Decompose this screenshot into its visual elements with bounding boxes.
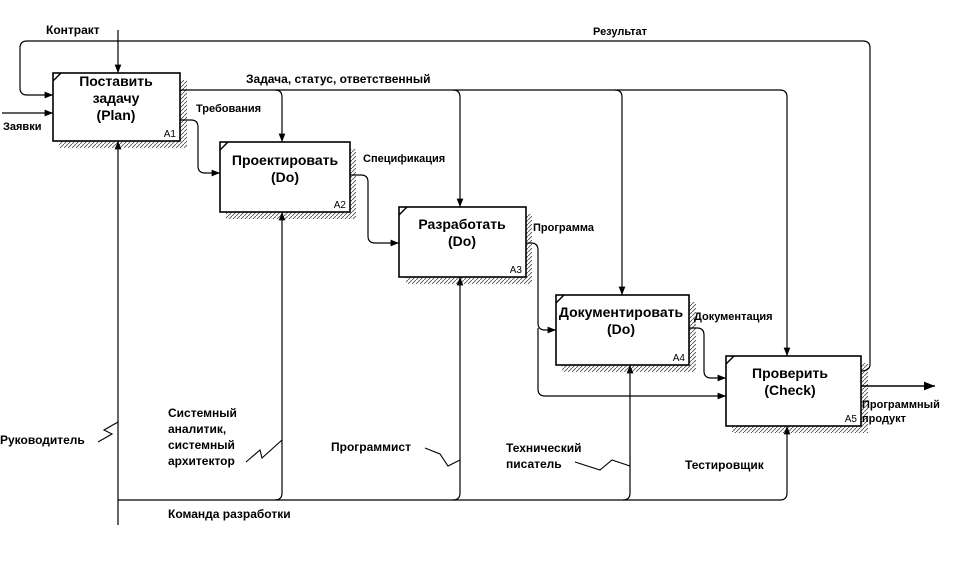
box-a4-title-1: Документировать	[559, 304, 684, 320]
label-documentation: Документация	[694, 311, 773, 323]
box-a4-number: A4	[673, 353, 686, 364]
box-a5-title-1: Проверить	[752, 365, 828, 381]
program-to-a5-arrow	[537, 328, 726, 400]
label-product-1: Программный	[862, 399, 940, 411]
mechanism-to-a3-arrow	[452, 277, 464, 501]
task-to-a2-arrow	[274, 89, 286, 142]
label-analyst-1: Системный	[168, 406, 237, 420]
label-specification: Спецификация	[363, 153, 445, 165]
label-analyst-3: системный	[168, 438, 235, 452]
requirements-arrow	[180, 119, 220, 177]
label-programmer: Программист	[331, 440, 411, 454]
label-result: Результат	[593, 26, 648, 38]
mechanism-to-a4-arrow	[622, 365, 634, 501]
box-a5-title-2: (Check)	[764, 382, 815, 398]
task-status-bus	[180, 89, 791, 356]
box-a3-number: A3	[510, 265, 523, 276]
label-requests: Заявки	[3, 121, 41, 133]
label-writer-2: писатель	[506, 457, 562, 471]
label-task-status: Задача, статус, ответственный	[246, 72, 431, 86]
result-feedback-arrow	[19, 40, 871, 372]
specification-arrow	[350, 174, 399, 247]
label-requirements: Требования	[196, 103, 261, 115]
box-a1-title-2: задачу	[93, 90, 140, 106]
box-a5-number: A5	[845, 414, 858, 425]
mechanism-to-a2-arrow	[274, 212, 286, 501]
programmer-squiggle	[424, 447, 461, 467]
box-a2-title-1: Проектировать	[232, 152, 339, 168]
box-a2-number: A2	[334, 200, 347, 211]
label-analyst-4: архитектор	[168, 454, 235, 468]
documentation-arrow	[689, 327, 726, 382]
label-program: Программа	[533, 222, 595, 234]
team-bus-horizontal	[118, 426, 791, 501]
label-writer-1: Технический	[506, 441, 581, 455]
box-a4[interactable]: Документировать (Do) A4	[555, 294, 690, 366]
label-product-2: продукт	[862, 413, 907, 425]
label-analyst-2: аналитик,	[168, 422, 226, 436]
box-a4-title-2: (Do)	[607, 321, 635, 337]
box-a3[interactable]: Разработать (Do) A3	[398, 206, 527, 278]
task-to-a4-arrow	[614, 89, 626, 295]
label-team: Команда разработки	[168, 507, 291, 521]
box-a1[interactable]: Поставить задачу (Plan) A1	[52, 72, 181, 142]
box-a1-title-3: (Plan)	[97, 107, 136, 123]
label-contract: Контракт	[46, 23, 100, 37]
task-to-a3-arrow	[452, 89, 464, 207]
analyst-squiggle	[245, 439, 283, 463]
box-a1-number: A1	[164, 129, 177, 140]
label-tester: Тестировщик	[685, 458, 765, 472]
box-a3-title-1: Разработать	[418, 216, 506, 232]
box-a3-title-2: (Do)	[448, 233, 476, 249]
box-a1-title-1: Поставить	[79, 73, 153, 89]
program-to-a4-arrow	[526, 242, 556, 334]
box-a5[interactable]: Проверить (Check) A5	[725, 355, 862, 427]
label-manager: Руководитель	[0, 433, 85, 447]
box-a2[interactable]: Проектировать (Do) A2	[219, 141, 351, 213]
box-a2-title-2: (Do)	[271, 169, 299, 185]
manager-squiggle	[97, 421, 119, 443]
writer-squiggle	[574, 459, 631, 471]
